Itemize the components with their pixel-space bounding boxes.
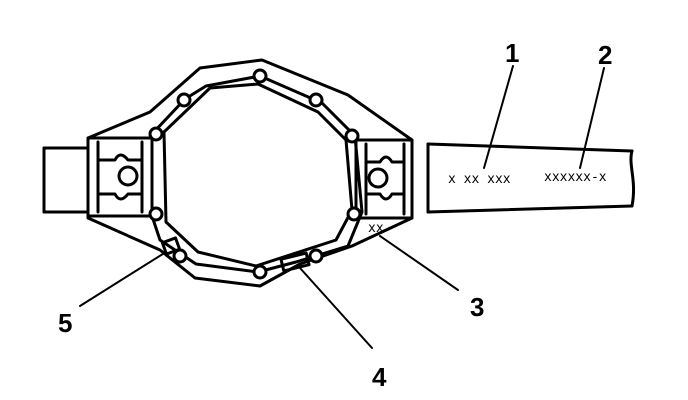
bolt [344, 128, 360, 144]
bolt [308, 92, 324, 108]
callout-4: 4 [372, 362, 387, 392]
identification-tag-4 [279, 251, 311, 273]
housing-code-stamp: xx [368, 221, 384, 236]
cover-face [162, 82, 354, 268]
bolt [252, 264, 268, 280]
bolt [252, 68, 268, 84]
identification-tag-5 [160, 236, 182, 256]
callout-3: 3 [470, 292, 484, 322]
bolt [148, 206, 164, 222]
callout-1: 1 [505, 38, 519, 68]
cover-inner-outline [150, 74, 364, 274]
leader-lines [79, 65, 605, 349]
cover-bolts [148, 68, 362, 280]
axle-serial-stamp: xxxxxx-x [544, 170, 607, 185]
callout-2: 2 [598, 40, 612, 70]
right-mount-bracket [354, 138, 414, 220]
left-mount-bracket [86, 136, 154, 218]
bolt [308, 248, 324, 264]
axle-code-stamp: x xx xxx [448, 172, 511, 187]
right-axle-tube [426, 142, 636, 214]
bolt [148, 126, 164, 142]
callout-5: 5 [58, 308, 72, 338]
bolt [346, 206, 362, 222]
left-axle-tube [42, 146, 90, 214]
bolt [176, 92, 192, 108]
